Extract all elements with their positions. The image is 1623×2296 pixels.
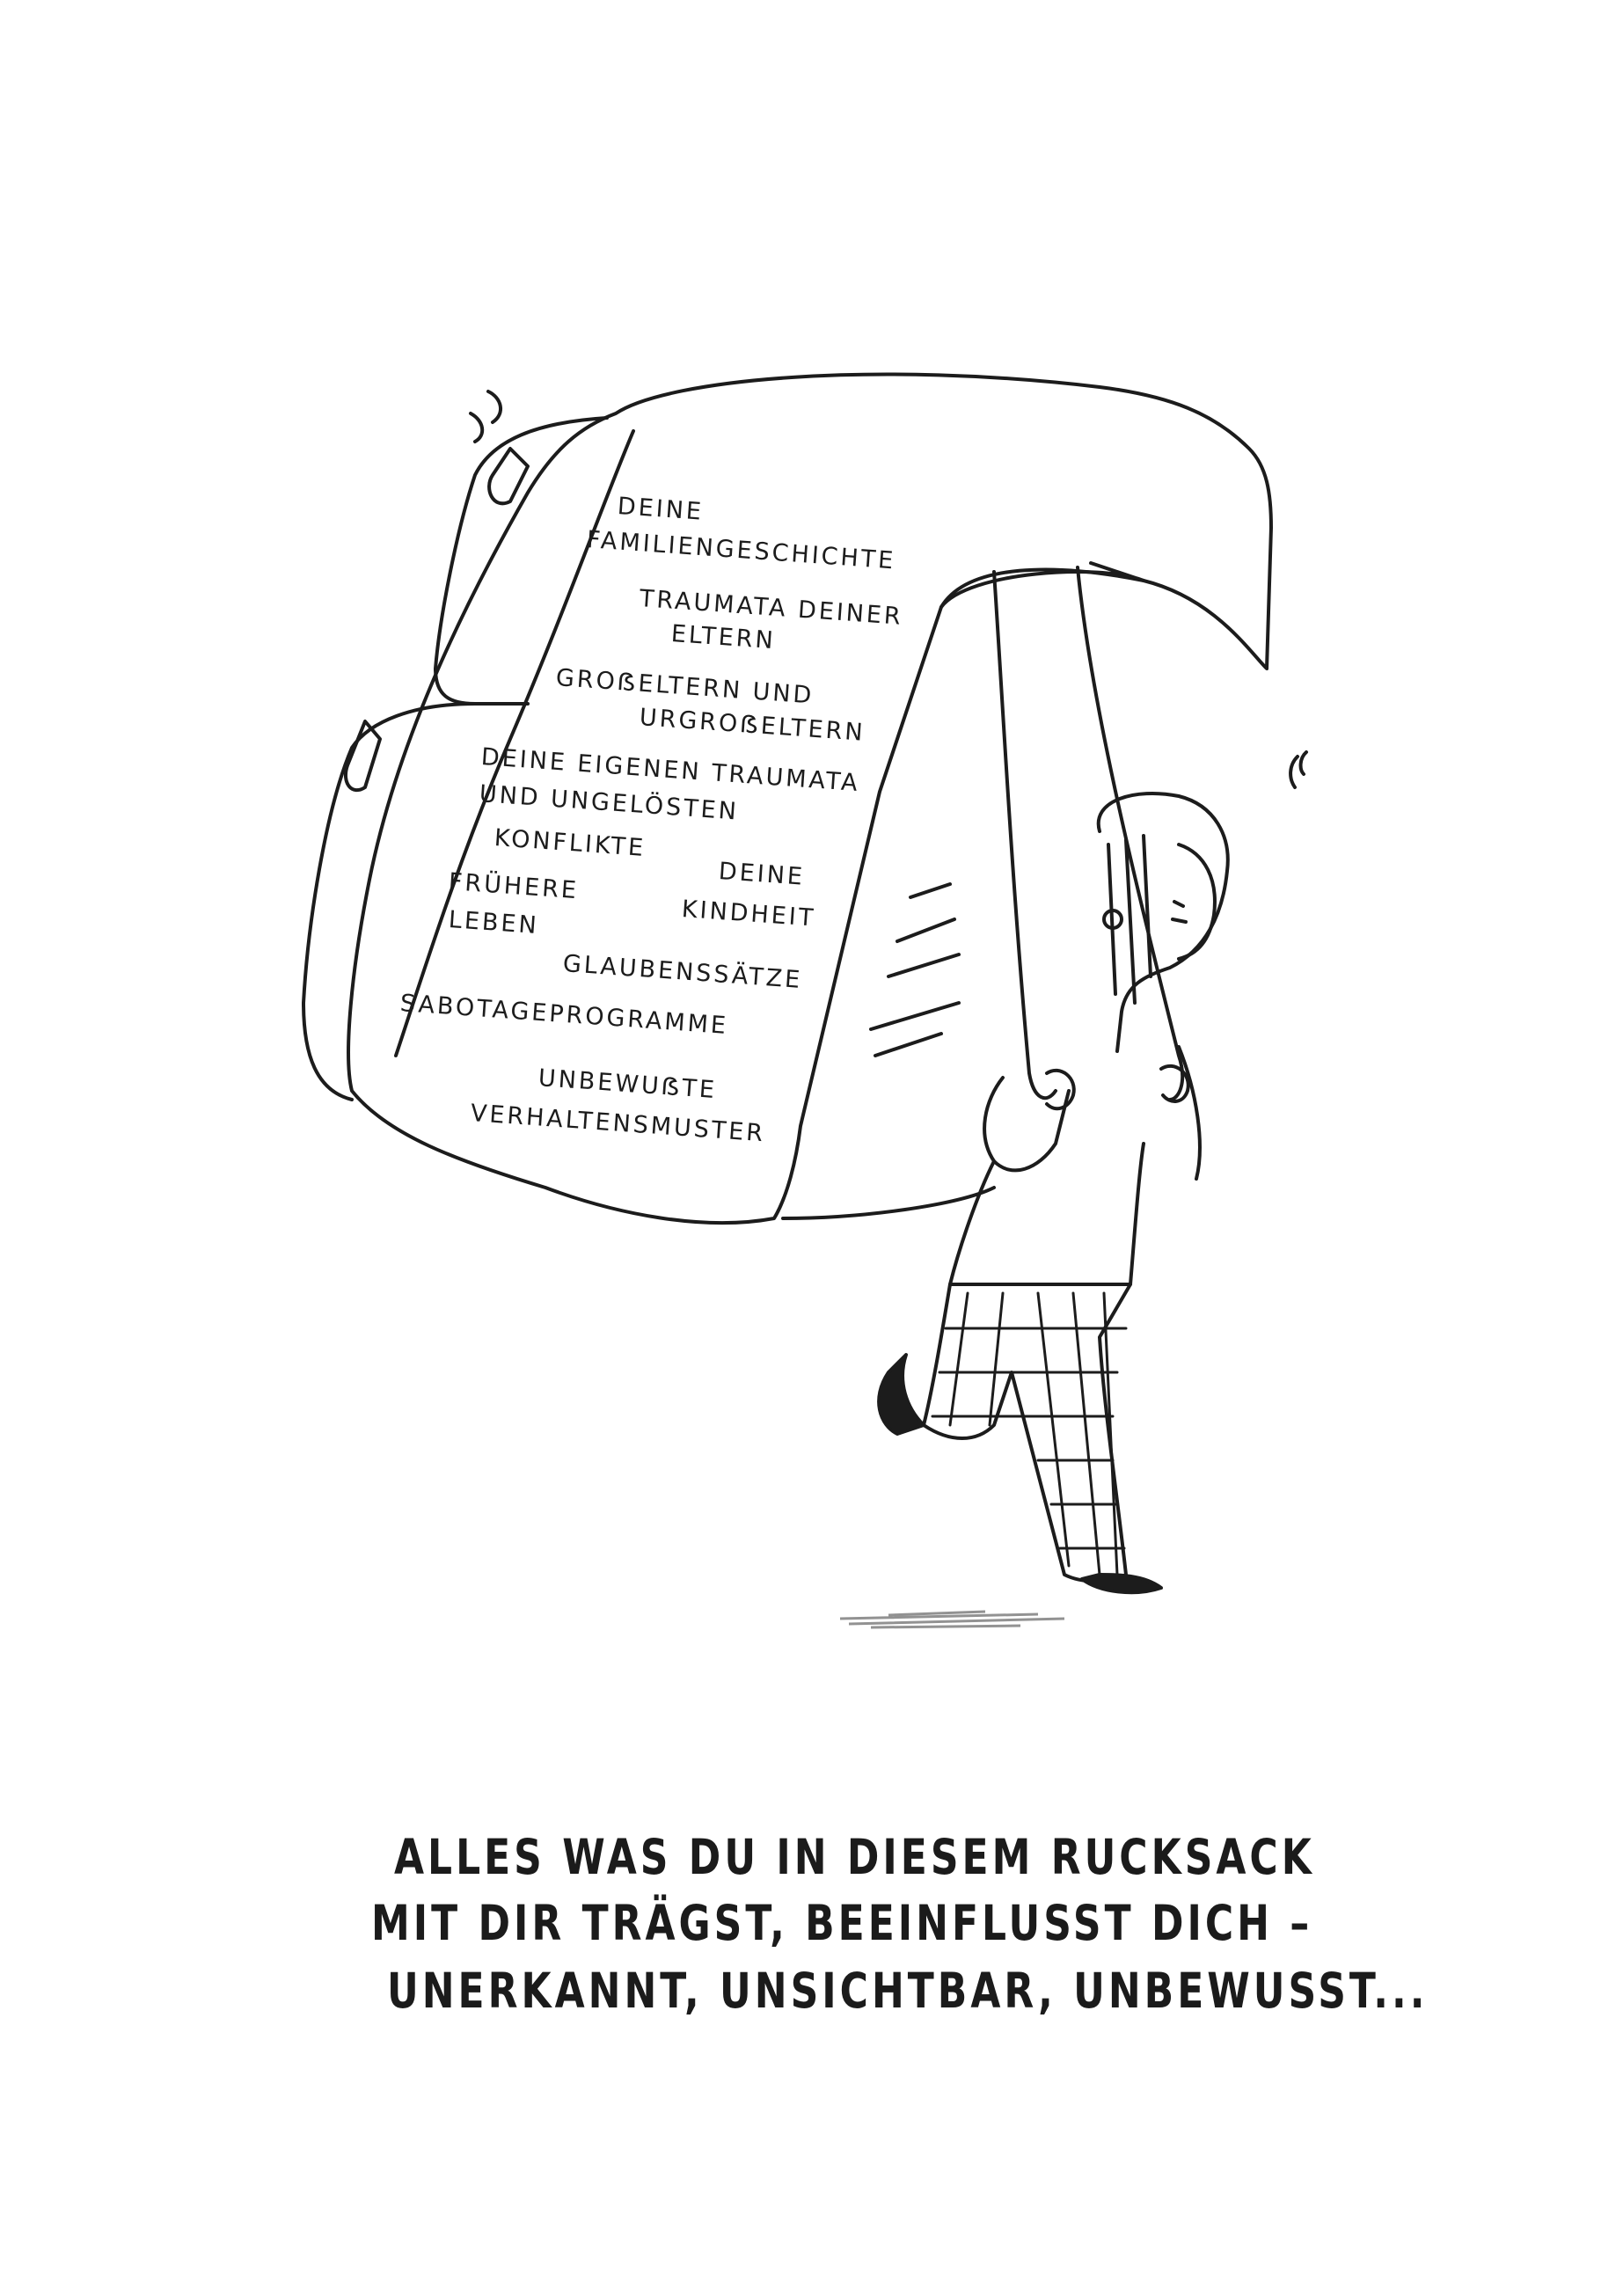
person-shoe-front	[1080, 1573, 1163, 1595]
person-eye	[1171, 900, 1188, 924]
person-hair-strands	[1107, 834, 1152, 1005]
motion-mark-right	[1289, 750, 1308, 789]
person-hand-right	[1159, 1064, 1190, 1103]
person-shirt	[948, 1142, 1145, 1286]
person-hair	[1096, 792, 1230, 1053]
trouser-check-vertical	[948, 1291, 1119, 1576]
backpack-front-panel	[347, 372, 1273, 1225]
zipper-pull-lower	[344, 720, 382, 793]
backpack-top-pad	[939, 561, 1145, 609]
person-face	[1177, 843, 1217, 961]
caption-line-2: MIT DIR TRÄGST, BEEINFLUSST DICH –	[371, 1896, 1313, 1952]
backpack-strap-left	[992, 570, 1057, 1100]
motion-mark-left-1	[486, 390, 502, 424]
trouser-check-horizontal	[931, 1327, 1128, 1550]
backpack-bottom-edge	[781, 1186, 996, 1220]
ground-shadow	[839, 1610, 1065, 1629]
speed-lines	[869, 882, 961, 1057]
person-arm-right	[1177, 1045, 1202, 1181]
motion-mark-left-2	[469, 412, 485, 443]
person-ear	[1102, 909, 1123, 930]
backpack-side-pocket-upper	[434, 416, 609, 706]
backpack-front-seam	[394, 429, 635, 1057]
caption-line-1: ALLES WAS DU IN DIESEM RUCKSACK	[394, 1830, 1315, 1886]
zipper-pull-upper	[487, 447, 530, 506]
person-shoe-back	[877, 1353, 925, 1436]
person-hand-left	[1045, 1068, 1076, 1111]
caption-line-3: UNERKANNT, UNSICHTBAR, UNBEWUSST...	[387, 1963, 1429, 2020]
backpack-side-pocket-lower	[302, 702, 477, 1101]
backpack-strap-right	[1076, 566, 1185, 1101]
